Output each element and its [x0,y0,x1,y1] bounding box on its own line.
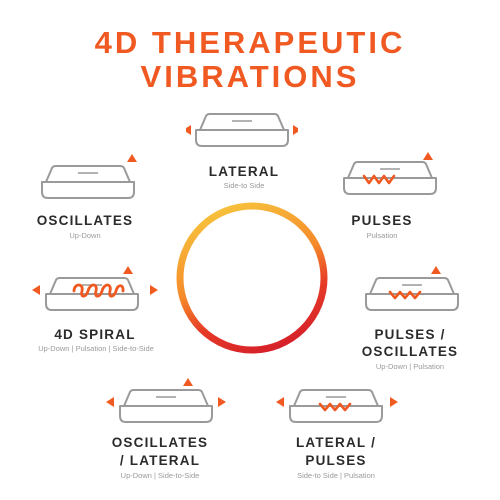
oscillates-sublabel: Up-Down [69,231,101,240]
oscillates-lateral-device-icon [100,376,230,428]
gradient-ring [176,202,328,354]
lateral-device-icon [186,108,298,152]
lateral-label: LATERAL [208,164,280,179]
pulses-oscillates-sublabel: Up-Down | Pulsation [375,362,445,371]
oscillates-label: OSCILLATES [36,213,134,228]
pulses-label: PULSES [351,213,413,228]
spiral-sublabel: Up-Down | Pulsation | Side-to-Side [38,344,154,353]
title-line-1: 4D THERAPEUTIC [94,25,406,60]
oscillates-lateral-sublabel: Up-Down | Side-to-Side [120,471,200,480]
lateral-pulses-device-icon [272,376,402,428]
lateral-pulses-label-line2: PULSES [305,453,367,468]
lateral-pulses-sublabel: Side-to Side | Pulsation [297,471,375,480]
pulses-oscillates-device-icon [356,264,466,316]
pulses-sublabel: Pulsation [366,231,398,240]
pulses-oscillates-label-line2: OSCILLATES [361,344,459,359]
oscillates-device-icon [28,152,158,204]
title-line-2: VIBRATIONS [140,59,360,94]
oscillates-lateral-label-line1: OSCILLATES [111,435,209,450]
oscillates-lateral-label-line2: / LATERAL [119,453,201,468]
pulses-device-icon [332,152,462,204]
pulses-oscillates-label-line1: PULSES / [374,327,446,342]
lateral-pulses-label-line1: LATERAL / [295,435,377,450]
lateral-sublabel: Side-to Side [223,181,265,190]
spiral-device-icon [28,264,162,316]
spiral-label: 4D SPIRAL [54,327,136,342]
